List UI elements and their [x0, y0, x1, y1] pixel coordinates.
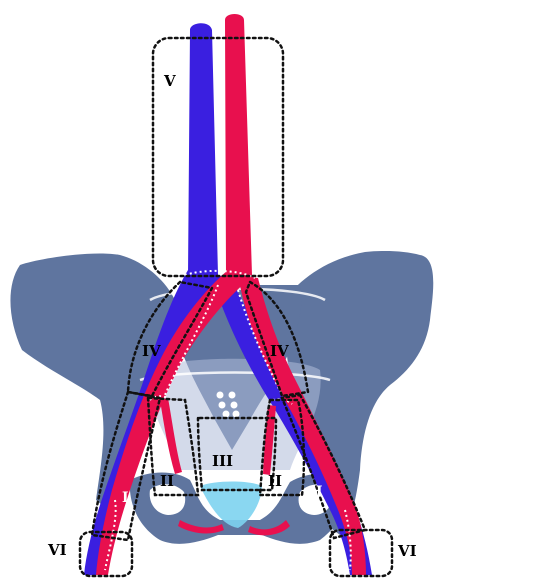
label-zone-iv-left: IV — [142, 342, 161, 360]
zone-i-left-boundary — [90, 390, 162, 542]
vesical-vessels — [178, 520, 290, 536]
sacral-foramina — [216, 391, 240, 418]
label-zone-v: V — [163, 72, 176, 90]
aorta — [225, 14, 252, 281]
obturator-left — [149, 484, 186, 515]
zone-iii-boundary — [196, 416, 278, 492]
label-zone-vi-left: VI — [47, 541, 67, 559]
zone-iv-right-boundary — [244, 280, 310, 398]
zone-ii-left-boundary — [146, 396, 200, 497]
zone-boundaries — [78, 36, 394, 578]
zone-labels: V IV IV III II II I I VI VI — [47, 72, 417, 560]
label-zone-i-left: I — [122, 490, 129, 506]
label-zone-iv-right: IV — [270, 342, 289, 360]
inferior-vena-cava — [188, 23, 218, 281]
label-zone-ii-right: II — [268, 472, 282, 490]
bladder — [200, 481, 262, 528]
zone-vi-left-boundary — [78, 530, 134, 578]
zone-i-right-boundary — [280, 393, 367, 540]
zone-vi-right-boundary — [328, 528, 394, 578]
right-iliac-vein — [210, 272, 372, 575]
label-zone-ii-left: II — [160, 472, 174, 490]
left-internal-iliac-artery — [160, 398, 182, 474]
label-zone-vi-right: VI — [397, 542, 417, 560]
label-zone-iii: III — [212, 452, 233, 470]
label-zone-i-right: I — [316, 484, 323, 500]
right-internal-iliac-artery — [263, 405, 276, 475]
zone-v-boundary — [151, 36, 285, 278]
zone-ii-right-boundary — [258, 398, 306, 497]
